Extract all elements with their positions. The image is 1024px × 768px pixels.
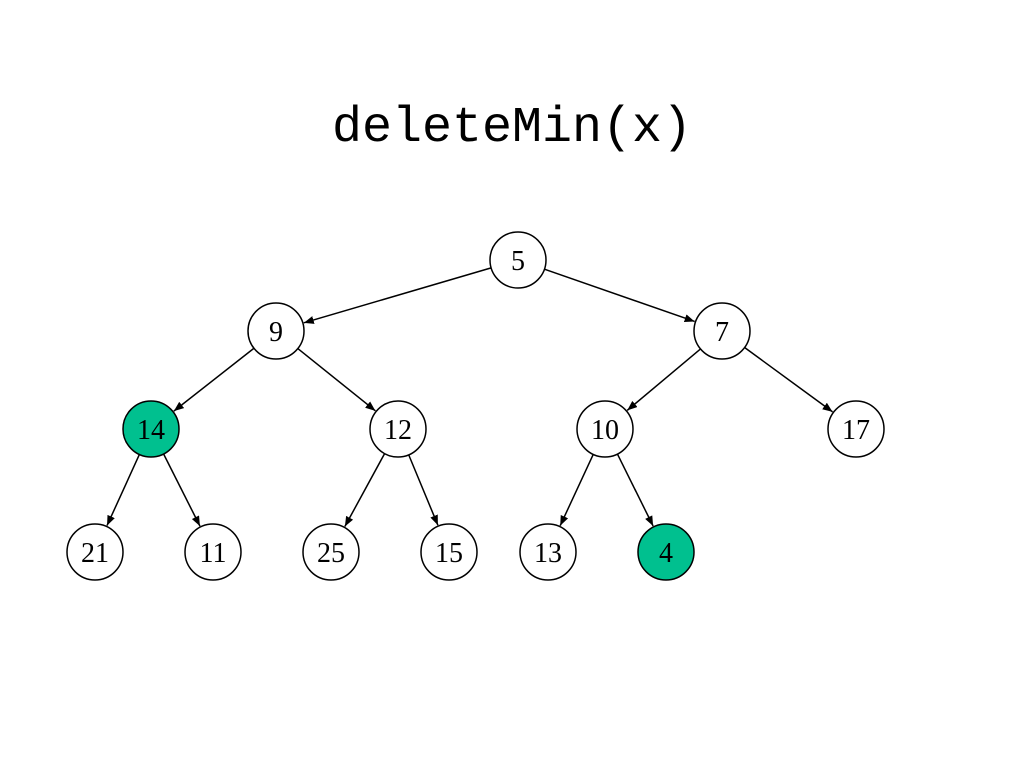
edge-arrow-n14-n11	[162, 453, 201, 527]
tree-node-11: 11	[184, 523, 242, 581]
node-label: 17	[842, 415, 870, 446]
node-label: 21	[81, 538, 109, 569]
tree-node-10: 10	[576, 400, 634, 458]
edge-arrow-n10-n13	[559, 454, 594, 527]
slide-title: deleteMin(x)	[331, 100, 693, 157]
node-label: 11	[200, 538, 227, 569]
edge-arrow-n12-n25	[344, 453, 386, 527]
tree-node-7: 7	[693, 302, 751, 360]
edge-arrow-n7-n10	[626, 348, 702, 411]
tree-node-5: 5	[489, 231, 547, 289]
tree-nodes: 5 9 7 14 12 10 17 21 11 25 15 13 4	[66, 231, 885, 581]
tree-node-14: 14	[122, 400, 180, 458]
node-label: 9	[269, 317, 283, 348]
tree-edges	[106, 267, 834, 527]
node-label: 14	[137, 415, 165, 446]
edge-arrow-n5-n7	[544, 268, 695, 323]
node-circle	[420, 523, 478, 581]
tree-node-12: 12	[369, 400, 427, 458]
tree-node-13: 13	[519, 523, 577, 581]
node-circle	[66, 523, 124, 581]
node-label: 4	[659, 538, 673, 569]
node-label: 13	[534, 538, 562, 569]
node-label: 12	[384, 415, 412, 446]
node-circle	[184, 523, 242, 581]
tree-node-15: 15	[420, 523, 478, 581]
node-circle	[247, 302, 305, 360]
node-label: 10	[591, 415, 619, 446]
tree-node-4: 4	[637, 523, 695, 581]
node-label: 7	[715, 317, 729, 348]
edge-arrow-n14-n21	[106, 454, 141, 526]
node-label: 15	[435, 538, 463, 569]
edge-arrow-n5-n9	[303, 267, 492, 324]
node-circle	[827, 400, 885, 458]
edge-arrow-n9-n14	[173, 347, 255, 412]
tree-node-21: 21	[66, 523, 124, 581]
node-label: 25	[317, 538, 345, 569]
node-circle	[369, 400, 427, 458]
edge-arrow-n7-n17	[744, 346, 834, 413]
tree-node-9: 9	[247, 302, 305, 360]
edge-arrow-n12-n15	[408, 454, 439, 526]
node-circle	[576, 400, 634, 458]
node-label: 5	[511, 246, 525, 277]
edge-arrow-n9-n12	[297, 347, 376, 412]
node-circle	[122, 400, 180, 458]
node-circle	[489, 231, 547, 289]
edge-arrow-n10-n4	[616, 453, 654, 527]
tree-node-17: 17	[827, 400, 885, 458]
node-circle	[302, 523, 360, 581]
tree-node-25: 25	[302, 523, 360, 581]
node-circle	[693, 302, 751, 360]
node-circle	[637, 523, 695, 581]
node-circle	[519, 523, 577, 581]
